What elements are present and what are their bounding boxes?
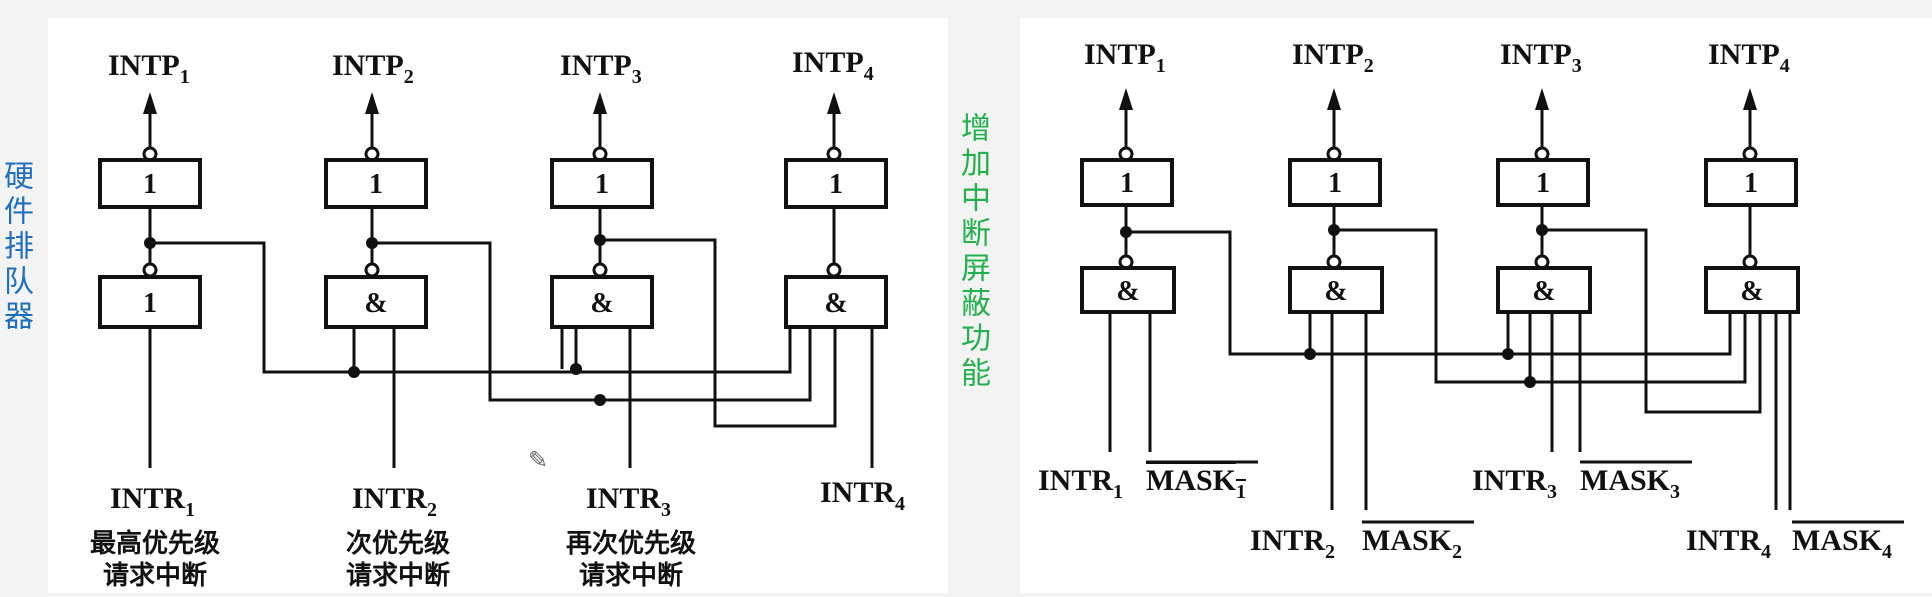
- r-intr4-label: INTR4: [1686, 524, 1771, 563]
- intr2-desc-line1: 次优先级: [346, 528, 450, 559]
- intr1-desc-line1: 最高优先级: [90, 528, 220, 559]
- right-input-labels: INTR1 MASK1 INTR2 MASK2 INTR3 MASK3 INTR…: [1038, 460, 1904, 563]
- r-intp1-label: INTP1: [1084, 38, 1166, 77]
- not-gate-2-label: 1: [369, 169, 383, 200]
- intr3-desc-line1: 再次优先级: [566, 528, 696, 559]
- and-gate-3-label: &: [590, 288, 613, 319]
- r-mask3-label: MASK3: [1580, 464, 1680, 503]
- hardware-queue-label: 硬件排队器: [0, 160, 33, 335]
- r-and-gate-1-label: &: [1116, 276, 1139, 307]
- not-gate-3-label: 1: [595, 169, 609, 200]
- intp3-label: INTP3: [560, 49, 642, 88]
- right-output-labels: INTP1 INTP2 INTP3 INTP4: [1084, 38, 1790, 77]
- r-mask1-label: MASK1: [1146, 464, 1246, 503]
- left-gate-labels: 1 1 1 1 1 & & &: [143, 169, 848, 319]
- r-intp2-label: INTP2: [1292, 38, 1374, 77]
- r-not-gate-2-label: 1: [1328, 168, 1342, 199]
- r-not-gate-1-label: 1: [1120, 168, 1134, 199]
- pencil-cursor-icon: ✎: [528, 446, 549, 474]
- intp2-label: INTP2: [332, 49, 414, 88]
- r-and-gate-2-label: &: [1324, 276, 1347, 307]
- r-and-gate-3-label: &: [1532, 276, 1555, 307]
- intr3-label: INTR3: [586, 482, 671, 521]
- right-gate-labels: 1 1 1 1 & & & &: [1116, 168, 1763, 307]
- right-circuit: [1080, 88, 1800, 510]
- r-mask2-label: MASK2: [1362, 524, 1462, 563]
- r-intr1-label: INTR1: [1038, 464, 1123, 503]
- intr2-desc-line2: 请求中断: [346, 560, 450, 591]
- not-gate-4-label: 1: [829, 169, 843, 200]
- not-gate-5-label: 1: [143, 288, 157, 319]
- left-output-labels: INTP1 INTP2 INTP3 INTP4: [108, 46, 874, 88]
- intr1-label: INTR1: [110, 482, 195, 521]
- left-input-labels: INTR1 INTR2 INTR3 INTR4 最高优先级 请求中断 次优先级 …: [90, 476, 905, 591]
- r-intr2-label: INTR2: [1250, 524, 1335, 563]
- left-circuit: [98, 92, 888, 468]
- r-and-gate-4-label: &: [1740, 276, 1763, 307]
- and-gate-4-label: &: [824, 288, 847, 319]
- r-intp3-label: INTP3: [1500, 38, 1582, 77]
- intr1-desc-line2: 请求中断: [103, 560, 207, 591]
- r-intp4-label: INTP4: [1708, 38, 1790, 77]
- r-not-gate-3-label: 1: [1536, 168, 1550, 199]
- interrupt-mask-label: 增加中断屏蔽功能: [955, 112, 990, 392]
- r-not-gate-4-label: 1: [1744, 168, 1758, 199]
- r-intr3-label: INTR3: [1472, 464, 1557, 503]
- and-gate-2-label: &: [364, 288, 387, 319]
- not-gate-1-label: 1: [143, 169, 157, 200]
- intp1-label: INTP1: [108, 49, 190, 88]
- intr3-desc-line2: 请求中断: [579, 560, 683, 591]
- intr4-label: INTR4: [820, 476, 905, 515]
- intr2-label: INTR2: [352, 482, 437, 521]
- r-mask4-label: MASK4: [1792, 524, 1892, 563]
- intp4-label: INTP4: [792, 46, 874, 85]
